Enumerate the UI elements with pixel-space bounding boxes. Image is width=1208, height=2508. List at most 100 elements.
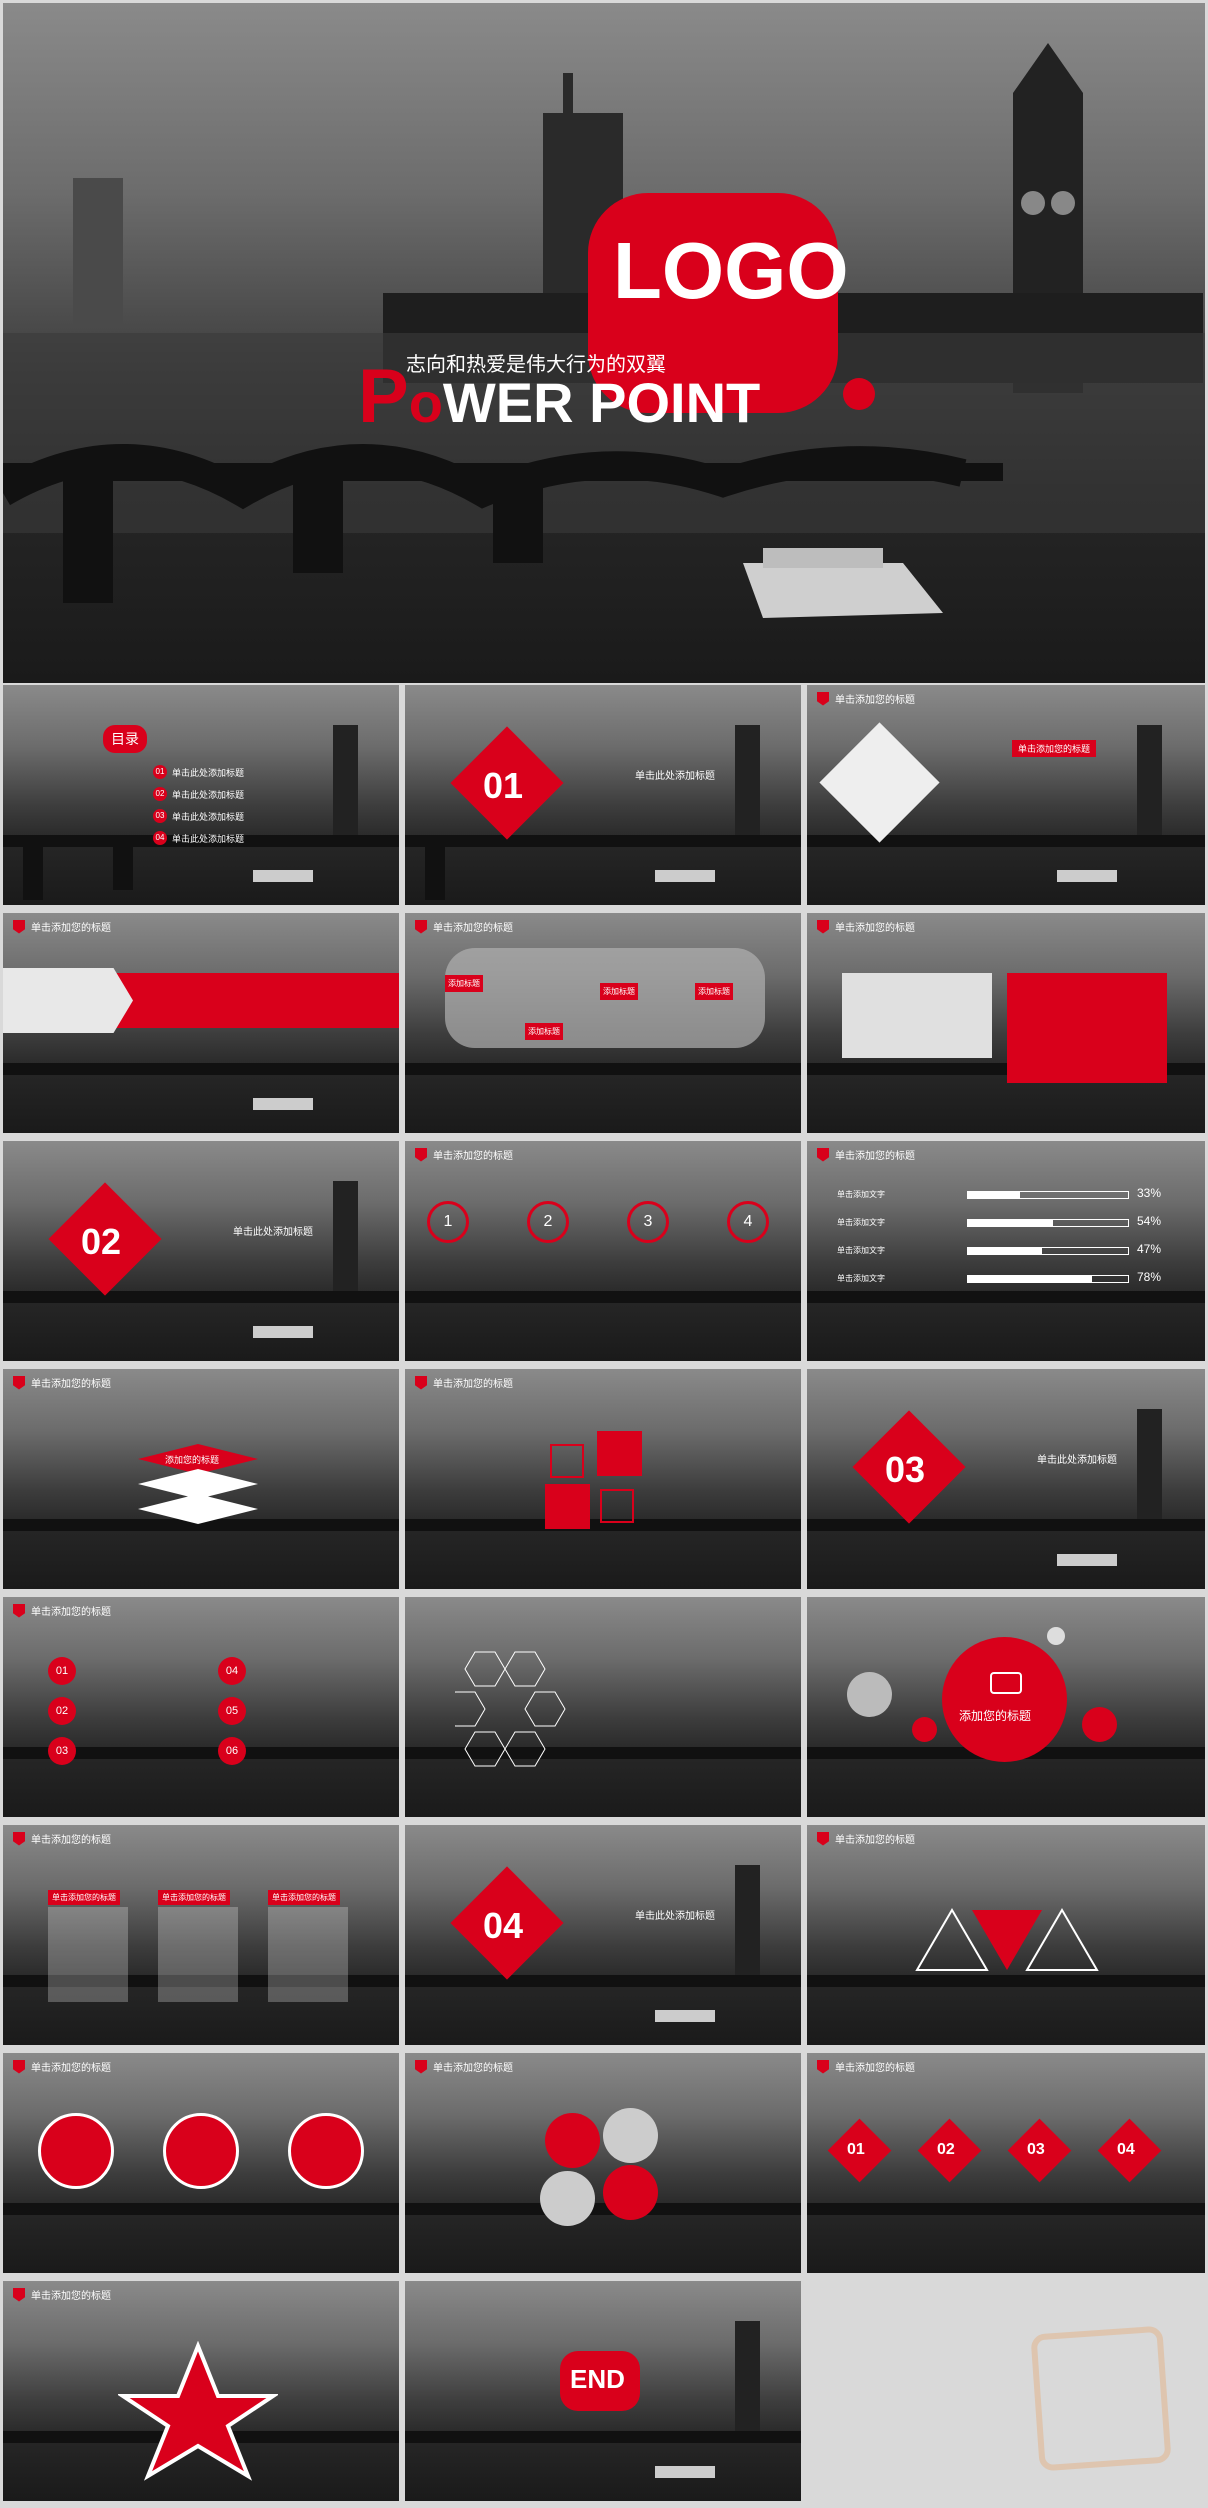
layers-title: 添加您的标题 (165, 1455, 220, 1465)
cover-slide[interactable]: LOGO 志向和热爱是伟大行为的双翼 PoWER POINT (3, 3, 1205, 683)
flag-icon (817, 1147, 829, 1162)
bubble-decor (1082, 1707, 1117, 1742)
section-heading: 单击此处添加标题 (233, 1227, 313, 1238)
slide-process[interactable]: 单击添加您的标题 01 02 03 04 (807, 2053, 1205, 2273)
slide-header: 单击添加您的标题 (415, 1147, 513, 1162)
step-circle: 1 (427, 1201, 469, 1243)
slide-header: 单击添加您的标题 (415, 2059, 513, 2074)
progress-label: 单击添加文字 (837, 1218, 885, 1227)
mouse-photo (3, 968, 133, 1033)
column-panel (268, 1907, 348, 2002)
progress-value: 78% (1137, 1270, 1162, 1284)
section-heading: 单击此处添加标题 (635, 1911, 715, 1922)
medal-icon (163, 2113, 239, 2189)
section-heading: 单击此处添加标题 (1037, 1455, 1117, 1466)
column-panel (158, 1907, 238, 2002)
flag-icon (817, 1831, 829, 1846)
city-skyline-image (807, 1291, 1205, 1303)
slide-star[interactable]: 单击添加您的标题 (3, 2281, 399, 2501)
tornado-icon (603, 2165, 658, 2220)
process-number: 02 (937, 2141, 955, 2158)
city-skyline-image (405, 1063, 801, 1075)
cover-title-o: o (408, 371, 443, 434)
list-badge: 02 (48, 1697, 76, 1725)
city-skyline-image (405, 2321, 801, 2478)
city-skyline-image (807, 2203, 1205, 2215)
list-badge: 06 (218, 1737, 246, 1765)
city-skyline-image (405, 2203, 801, 2215)
slide-hexagons[interactable] (405, 1597, 801, 1817)
logo-dot (843, 378, 875, 410)
flag-icon (13, 919, 25, 934)
progress-fill (967, 1275, 1092, 1283)
city-skyline-image (3, 43, 1205, 618)
cover-title: PoWER POINT (358, 353, 760, 440)
slide-header: 单击添加您的标题 (13, 2059, 111, 2074)
slide-end[interactable]: END (405, 2281, 801, 2501)
slide-red-circles[interactable]: 单击添加您的标题 (3, 2053, 399, 2273)
mouse-photo (842, 973, 992, 1058)
slide-header: 单击添加您的标题 (415, 1375, 513, 1390)
city-skyline-image (807, 1975, 1205, 1987)
slide-header: 单击添加您的标题 (13, 919, 111, 934)
slide-three-columns[interactable]: 单击添加您的标题 单击添加您的标题 单击添加您的标题 单击添加您的标题 (3, 1825, 399, 2045)
column-header: 单击添加您的标题 (268, 1890, 340, 1905)
section-number: 02 (81, 1221, 122, 1262)
list-badge: 05 (218, 1697, 246, 1725)
slide-header: 单击添加您的标题 (13, 2287, 111, 2302)
slide-banner[interactable]: 单击添加您的标题 (3, 913, 399, 1133)
slide-section-03[interactable]: 03 单击此处添加标题 (807, 1369, 1205, 1589)
slide-header: 单击添加您的标题 (817, 1147, 915, 1162)
slide-header: 单击添加您的标题 (817, 1831, 915, 1846)
slide-section-04[interactable]: 04 单击此处添加标题 (405, 1825, 801, 2045)
step-circle: 2 (527, 1201, 569, 1243)
map-label: 添加标题 (525, 1023, 563, 1040)
slide-bubbles[interactable]: 添加您的标题 (807, 1597, 1205, 1817)
flag-icon (817, 691, 829, 706)
slide-header: 单击添加您的标题 (415, 919, 513, 934)
slide-photo-text[interactable]: 单击添加您的标题 单击添加您的标题 (807, 685, 1205, 905)
city-skyline-image (405, 725, 801, 900)
record-icon (597, 1431, 642, 1476)
slide-triangles[interactable]: 单击添加您的标题 (807, 1825, 1205, 2045)
slide-steps[interactable]: 单击添加您的标题 1 2 3 4 (405, 1141, 801, 1361)
slide-header: 单击添加您的标题 (817, 2059, 915, 2074)
map-label: 添加标题 (695, 983, 733, 1000)
slide-icon-grid[interactable]: 单击添加您的标题 (405, 1369, 801, 1589)
city-skyline-image (3, 1063, 399, 1110)
hexagon-icon-cluster (455, 1651, 566, 1767)
toc-title: 目录 (103, 725, 147, 753)
send-icon (540, 2171, 595, 2226)
slide-list-six[interactable]: 单击添加您的标题 01 02 03 04 05 06 (3, 1597, 399, 1817)
flag-icon (817, 2059, 829, 2074)
slide-section-01[interactable]: 01 单击此处添加标题 (405, 685, 801, 905)
slide-world-map[interactable]: 单击添加您的标题 添加标题 添加标题 添加标题 添加标题 (405, 913, 801, 1133)
flag-icon (415, 1147, 427, 1162)
slide-icons-box[interactable]: 单击添加您的标题 (807, 913, 1205, 1133)
watermark-logo (1030, 2325, 1172, 2472)
city-skyline-image (3, 1747, 399, 1759)
section-number: 04 (483, 1905, 524, 1946)
city-skyline-image (3, 2203, 399, 2215)
process-number: 01 (847, 2141, 865, 2158)
slide-header: 单击添加您的标题 (817, 691, 915, 706)
slide-section-02[interactable]: 02 单击此处添加标题 (3, 1141, 399, 1361)
slide-four-icons[interactable]: 单击添加您的标题 (405, 2053, 801, 2273)
bubble-decor (847, 1672, 892, 1717)
logo-badge (588, 193, 838, 413)
map-label: 添加标题 (600, 983, 638, 1000)
process-number: 04 (1117, 2141, 1135, 2158)
list-badge: 04 (218, 1657, 246, 1685)
progress-label: 单击添加文字 (837, 1190, 885, 1199)
city-skyline-image (3, 1975, 399, 1987)
slide-layers[interactable]: 单击添加您的标题 添加您的标题 (3, 1369, 399, 1589)
flag-icon (415, 919, 427, 934)
slide-header: 单击添加您的标题 (13, 1603, 111, 1618)
city-skyline-image (405, 1291, 801, 1303)
